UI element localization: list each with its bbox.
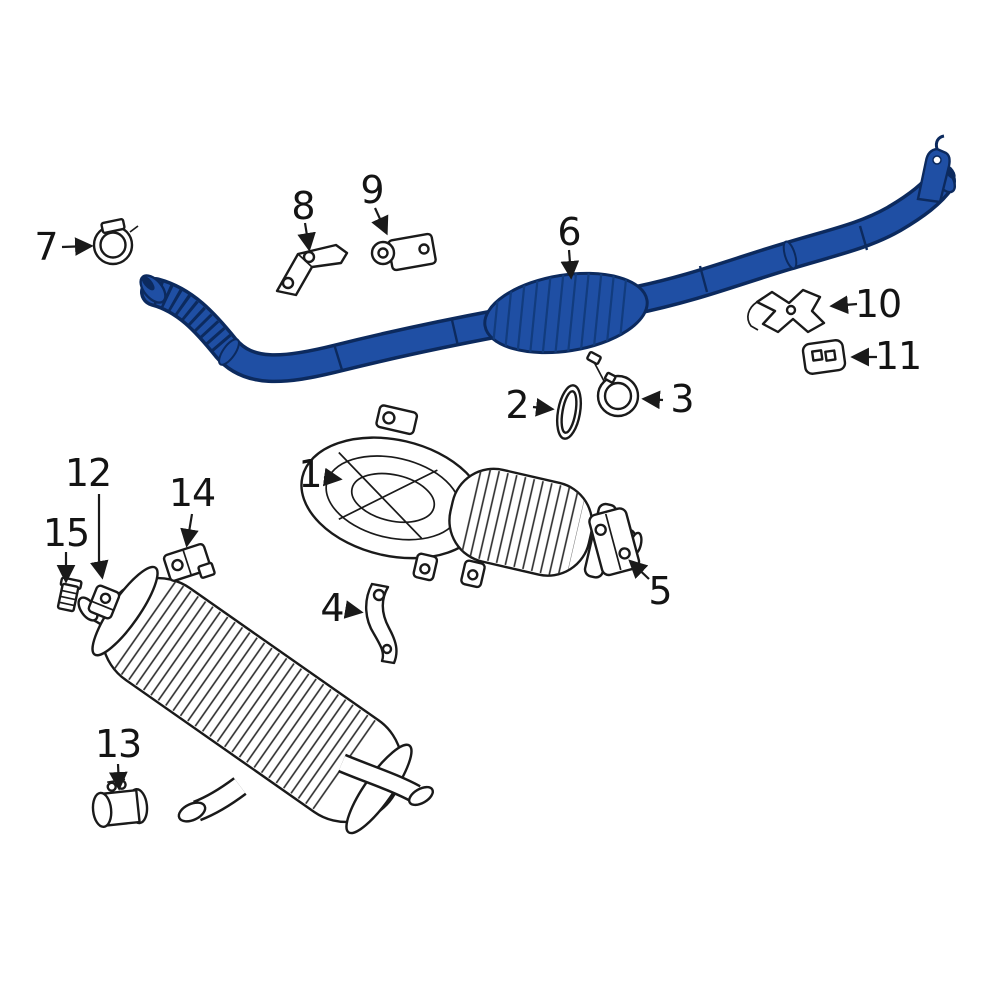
- bracket-14: [162, 542, 216, 582]
- clamp-3: [586, 350, 640, 418]
- pipe-hanger-bracket: [916, 147, 951, 204]
- bracket-4: [365, 582, 398, 665]
- front-pipe-opening: [141, 275, 155, 291]
- converter-assembly-1: [300, 404, 643, 589]
- rubber-mount-11: [801, 339, 847, 375]
- callout-2: 2: [505, 383, 529, 427]
- callout-13: 13: [94, 722, 142, 766]
- muffler-ribs: [112, 580, 382, 814]
- bracket-5: [588, 507, 641, 577]
- callout-5: 5: [648, 569, 672, 613]
- callout-leader-lines: [56, 207, 877, 791]
- clamp-7: [92, 217, 139, 266]
- callout-10: 10: [854, 282, 902, 326]
- tailpipe-tip-bottom: [177, 801, 207, 823]
- mount-12: [87, 584, 121, 620]
- callout-4: 4: [320, 586, 344, 630]
- callout-12: 12: [64, 451, 112, 495]
- callout-3: 3: [670, 377, 694, 421]
- gasket-2: [555, 384, 583, 440]
- tailpipe-tip-right: [408, 785, 434, 807]
- resonator-body-6: [479, 262, 649, 364]
- callout-8: 8: [291, 184, 315, 228]
- rear-muffler: [77, 565, 434, 835]
- callout-14: 14: [168, 471, 216, 515]
- grommet-bracket-9: [370, 232, 437, 272]
- callout-7: 7: [34, 225, 58, 269]
- callout-11: 11: [874, 334, 922, 378]
- callout-9: 9: [360, 168, 384, 212]
- callout-15: 15: [42, 511, 90, 555]
- sleeve-joint: [782, 240, 798, 270]
- flex-collar: [218, 338, 240, 366]
- bracket-8: [275, 243, 349, 297]
- callout-6: 6: [557, 210, 581, 254]
- rubber-hanger-10: [747, 288, 826, 334]
- callout-1: 1: [298, 452, 322, 496]
- front-exhaust-pipe: [139, 134, 957, 384]
- stud-15: [56, 576, 83, 613]
